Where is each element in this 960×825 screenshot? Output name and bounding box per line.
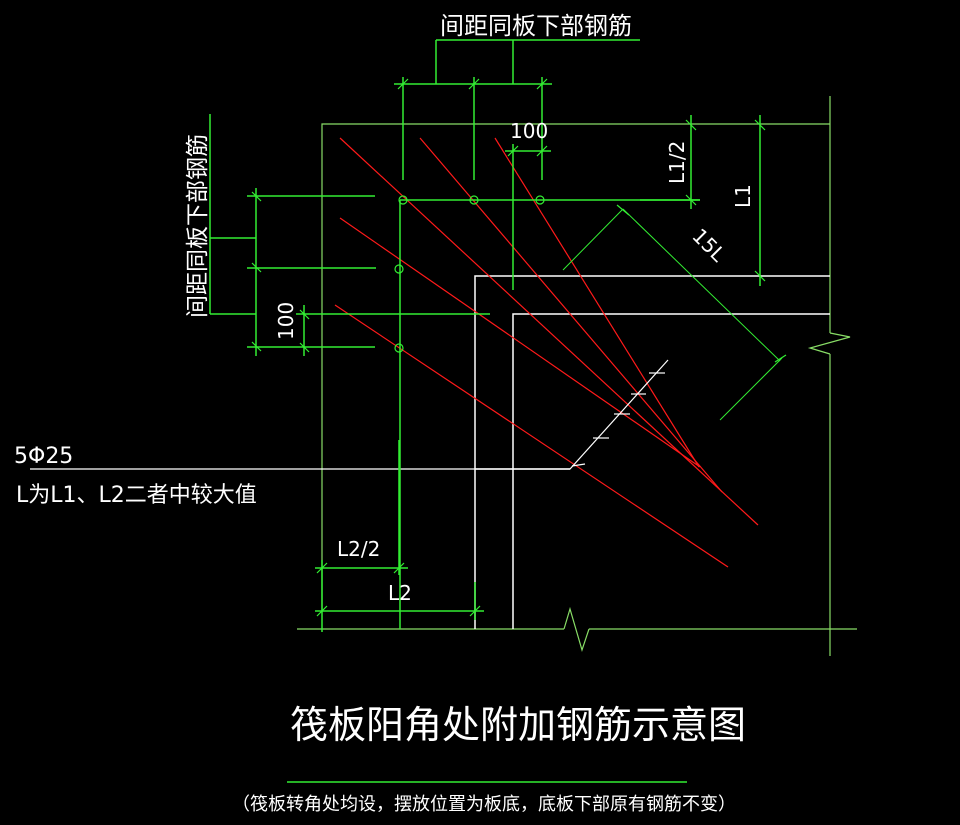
wall-outline [474, 275, 830, 629]
rebars [334, 137, 759, 568]
rebar-leader [30, 359, 669, 470]
label-rebar-spec: 5Φ25 [14, 444, 73, 469]
l1-dimensions [640, 115, 766, 286]
15l-dimension [562, 204, 787, 421]
label-rebar-note: L为L1、L2二者中较大值 [16, 483, 257, 508]
label-left-spacing: 间距同板下部钢筋 [185, 134, 211, 318]
label-dim-l2: L2 [388, 581, 412, 605]
slab-outline [297, 96, 857, 656]
l2-dimensions [315, 440, 484, 632]
label-top-spacing: 间距同板下部钢筋 [440, 12, 632, 40]
label-dim-l1: L1 [731, 184, 755, 208]
left-spacing-dimension [209, 114, 490, 356]
label-dim-l1-half: L1/2 [665, 141, 689, 184]
drawing-title: 筏板阳角处附加钢筋示意图 [290, 703, 746, 747]
drawing-note: （筏板转角处均设，摆放位置为板底，底板下部原有钢筋不变） [232, 794, 736, 815]
label-dim-100-top: 100 [510, 119, 548, 143]
label-dim-100-left: 100 [274, 302, 298, 340]
label-dim-l2-half: L2/2 [337, 537, 380, 561]
label-dim-15l: 15L [687, 224, 730, 267]
